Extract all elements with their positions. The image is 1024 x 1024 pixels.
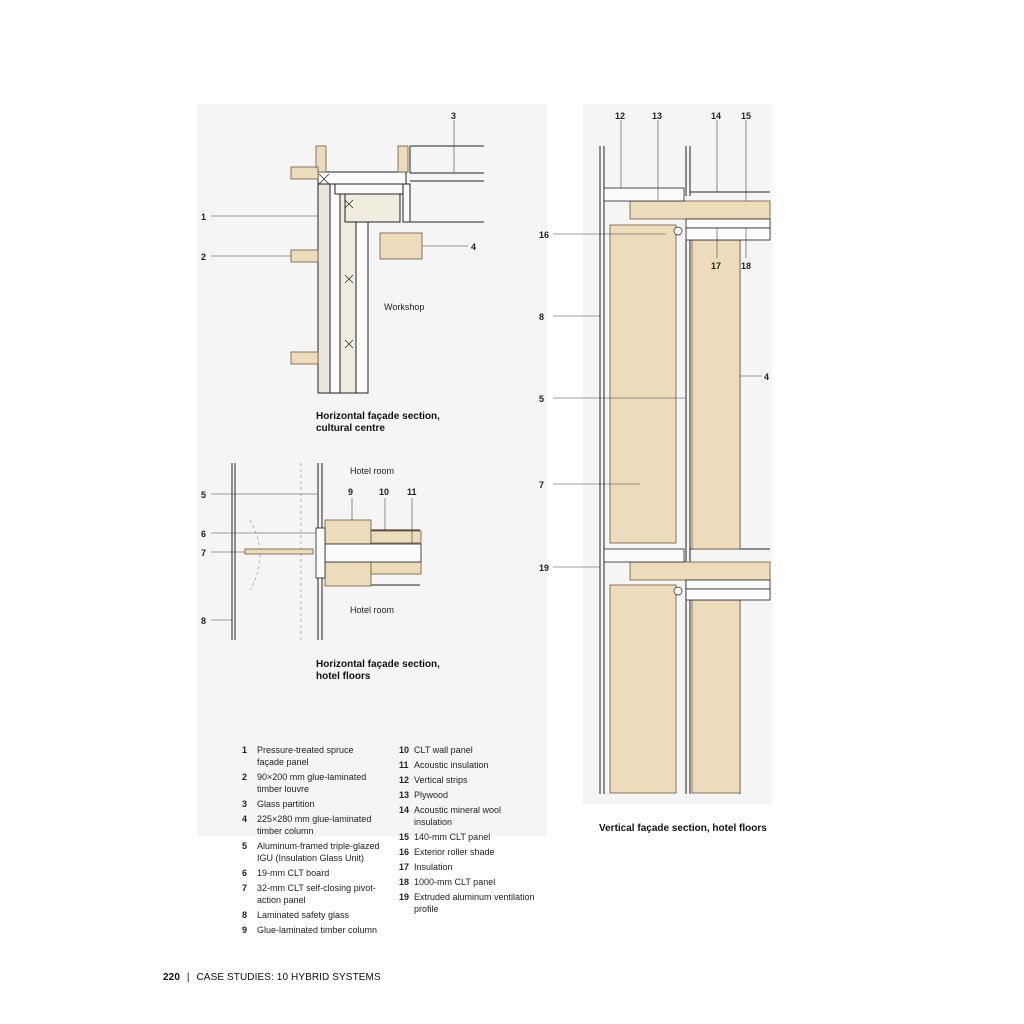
caption-cultural-centre-line2: cultural centre bbox=[316, 423, 385, 434]
callout-19: 19 bbox=[539, 563, 550, 573]
footer-section-title: CASE STUDIES: 10 HYBRID SYSTEMS bbox=[196, 972, 381, 983]
callout-8-vertical: 8 bbox=[539, 312, 545, 322]
callout-13: 13 bbox=[652, 111, 663, 121]
callout-17: 17 bbox=[711, 261, 722, 271]
callout-16: 16 bbox=[539, 230, 550, 240]
callout-8: 8 bbox=[201, 616, 207, 626]
room-label-hotel-bottom: Hotel room bbox=[350, 605, 395, 615]
callout-4: 4 bbox=[471, 242, 477, 252]
callout-7: 7 bbox=[201, 548, 207, 558]
callout-15: 15 bbox=[741, 111, 752, 121]
callout-12: 12 bbox=[615, 111, 626, 121]
room-label-hotel-top: Hotel room bbox=[350, 466, 395, 476]
drawing-panel-left bbox=[197, 104, 547, 836]
room-label-workshop: Workshop bbox=[384, 302, 425, 312]
callout-14: 14 bbox=[711, 111, 722, 121]
callout-2: 2 bbox=[201, 252, 207, 262]
caption-cultural-centre-line1: Horizontal façade section, bbox=[316, 411, 440, 422]
callout-9: 9 bbox=[348, 487, 354, 497]
callout-1: 1 bbox=[201, 212, 207, 222]
caption-vertical-section: Vertical façade section, hotel floors bbox=[599, 823, 767, 834]
callout-18: 18 bbox=[741, 261, 752, 271]
callout-6: 6 bbox=[201, 529, 207, 539]
callout-7-vertical: 7 bbox=[539, 480, 545, 490]
caption-hotel-floors-line2: hotel floors bbox=[316, 671, 371, 682]
callout-5-vertical: 5 bbox=[539, 394, 545, 404]
caption-hotel-floors-line1: Horizontal façade section, bbox=[316, 659, 440, 670]
callout-4-vertical: 4 bbox=[764, 372, 770, 382]
callout-10: 10 bbox=[379, 487, 390, 497]
page-number: 220 bbox=[163, 972, 180, 983]
page-footer: 220 | CASE STUDIES: 10 HYBRID SYSTEMS bbox=[163, 972, 381, 983]
callout-11: 11 bbox=[407, 487, 417, 497]
callout-3: 3 bbox=[451, 111, 457, 121]
callout-5: 5 bbox=[201, 490, 207, 500]
footer-separator: | bbox=[186, 972, 190, 983]
